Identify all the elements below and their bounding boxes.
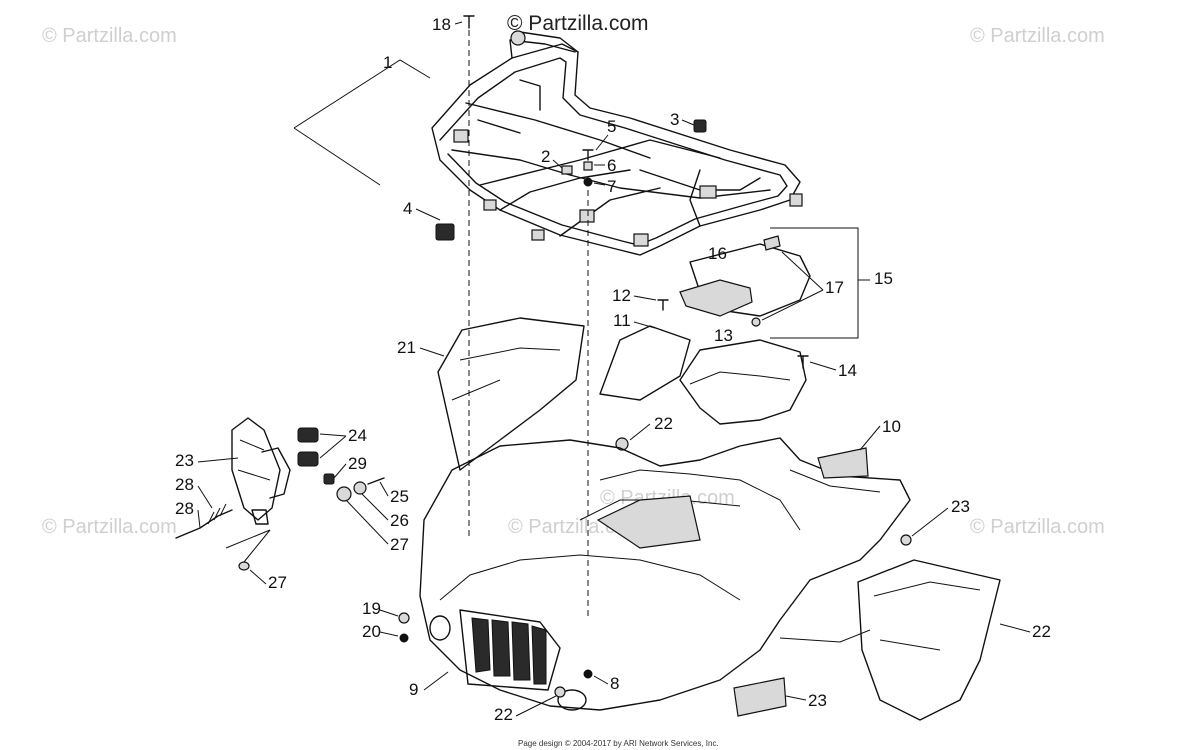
callout-11: 11 bbox=[613, 311, 631, 330]
part-24-grommet bbox=[554, 686, 566, 698]
part-10-pad bbox=[817, 447, 869, 479]
part-3-bumper bbox=[693, 119, 707, 133]
callout-1: 1 bbox=[383, 53, 392, 72]
callout-22-right: 23 bbox=[951, 497, 970, 516]
watermark-top-center: © Partzilla.com bbox=[507, 12, 649, 35]
callout-12: 12 bbox=[612, 286, 631, 305]
callout-3: 3 bbox=[670, 110, 679, 129]
callout-19: 19 bbox=[362, 599, 381, 618]
callout-28-lower: 27 bbox=[268, 573, 287, 592]
callout-27: 25 bbox=[390, 487, 409, 506]
rack-assembly bbox=[431, 30, 803, 256]
part-23-decal bbox=[733, 677, 787, 717]
callout-17: 17 bbox=[825, 278, 844, 297]
callout-1-leader bbox=[293, 59, 431, 129]
fastener-stack-5-6-7 bbox=[582, 149, 594, 187]
callout-20: 20 bbox=[362, 622, 381, 641]
part-22-washer-upper bbox=[615, 437, 629, 451]
callout-31: 28 bbox=[175, 475, 194, 494]
callout-7: 7 bbox=[607, 177, 616, 196]
part-13-storage-tub bbox=[679, 339, 807, 425]
callout-22-upper: 22 bbox=[654, 414, 673, 433]
part-14-screw bbox=[797, 355, 809, 369]
callout-2: 2 bbox=[541, 147, 550, 166]
callout-5: 5 bbox=[607, 117, 616, 136]
callout-21-right: 22 bbox=[1032, 622, 1051, 641]
callout-8: 8 bbox=[610, 674, 619, 693]
part-20-nut bbox=[399, 633, 409, 643]
callout-26: 24 bbox=[348, 426, 367, 445]
footer-copyright: Page design © 2004-2017 by ARI Network S… bbox=[518, 739, 719, 748]
callout-15: 15 bbox=[874, 269, 893, 288]
part-22-washer-right bbox=[900, 534, 912, 546]
part-2-label bbox=[561, 165, 573, 175]
part-11-cover bbox=[599, 325, 691, 401]
part-21-left-panel bbox=[437, 317, 585, 471]
callout-29: 27 bbox=[390, 535, 409, 554]
part-9-front-fender bbox=[419, 437, 911, 711]
bolt-18 bbox=[463, 15, 475, 29]
part-12-screw bbox=[657, 299, 669, 311]
callout-18: 18 bbox=[432, 15, 451, 34]
callout-10: 10 bbox=[882, 417, 901, 436]
callout-23: 23 bbox=[808, 691, 827, 710]
part-4-grip bbox=[435, 223, 455, 241]
callout-16: 16 bbox=[708, 244, 727, 263]
watermark-mid-left: © Partzilla.com bbox=[42, 516, 177, 538]
callout-30: 28 bbox=[175, 499, 194, 518]
callout-24: 22 bbox=[494, 705, 513, 724]
callout-28-upper: 26 bbox=[390, 511, 409, 530]
callout-4: 4 bbox=[403, 199, 412, 218]
callout-21-left: 21 bbox=[397, 338, 416, 357]
watermark-top-left: © Partzilla.com bbox=[42, 25, 177, 47]
part-8-nut bbox=[583, 669, 593, 679]
callout-32: 29 bbox=[348, 454, 367, 473]
callout-13: 13 bbox=[714, 326, 733, 345]
part-19-washer bbox=[398, 612, 410, 624]
headlight-assembly bbox=[175, 417, 385, 571]
callout-14: 14 bbox=[838, 361, 857, 380]
callout-25: 23 bbox=[175, 451, 194, 470]
storage-lid-assembly bbox=[679, 235, 811, 327]
callout-9: 9 bbox=[409, 680, 418, 699]
callout-6: 6 bbox=[607, 156, 616, 175]
part-21-right-panel bbox=[857, 559, 1001, 721]
watermark-top-right: © Partzilla.com bbox=[970, 25, 1105, 47]
watermark-mid-right: © Partzilla.com bbox=[970, 516, 1105, 538]
